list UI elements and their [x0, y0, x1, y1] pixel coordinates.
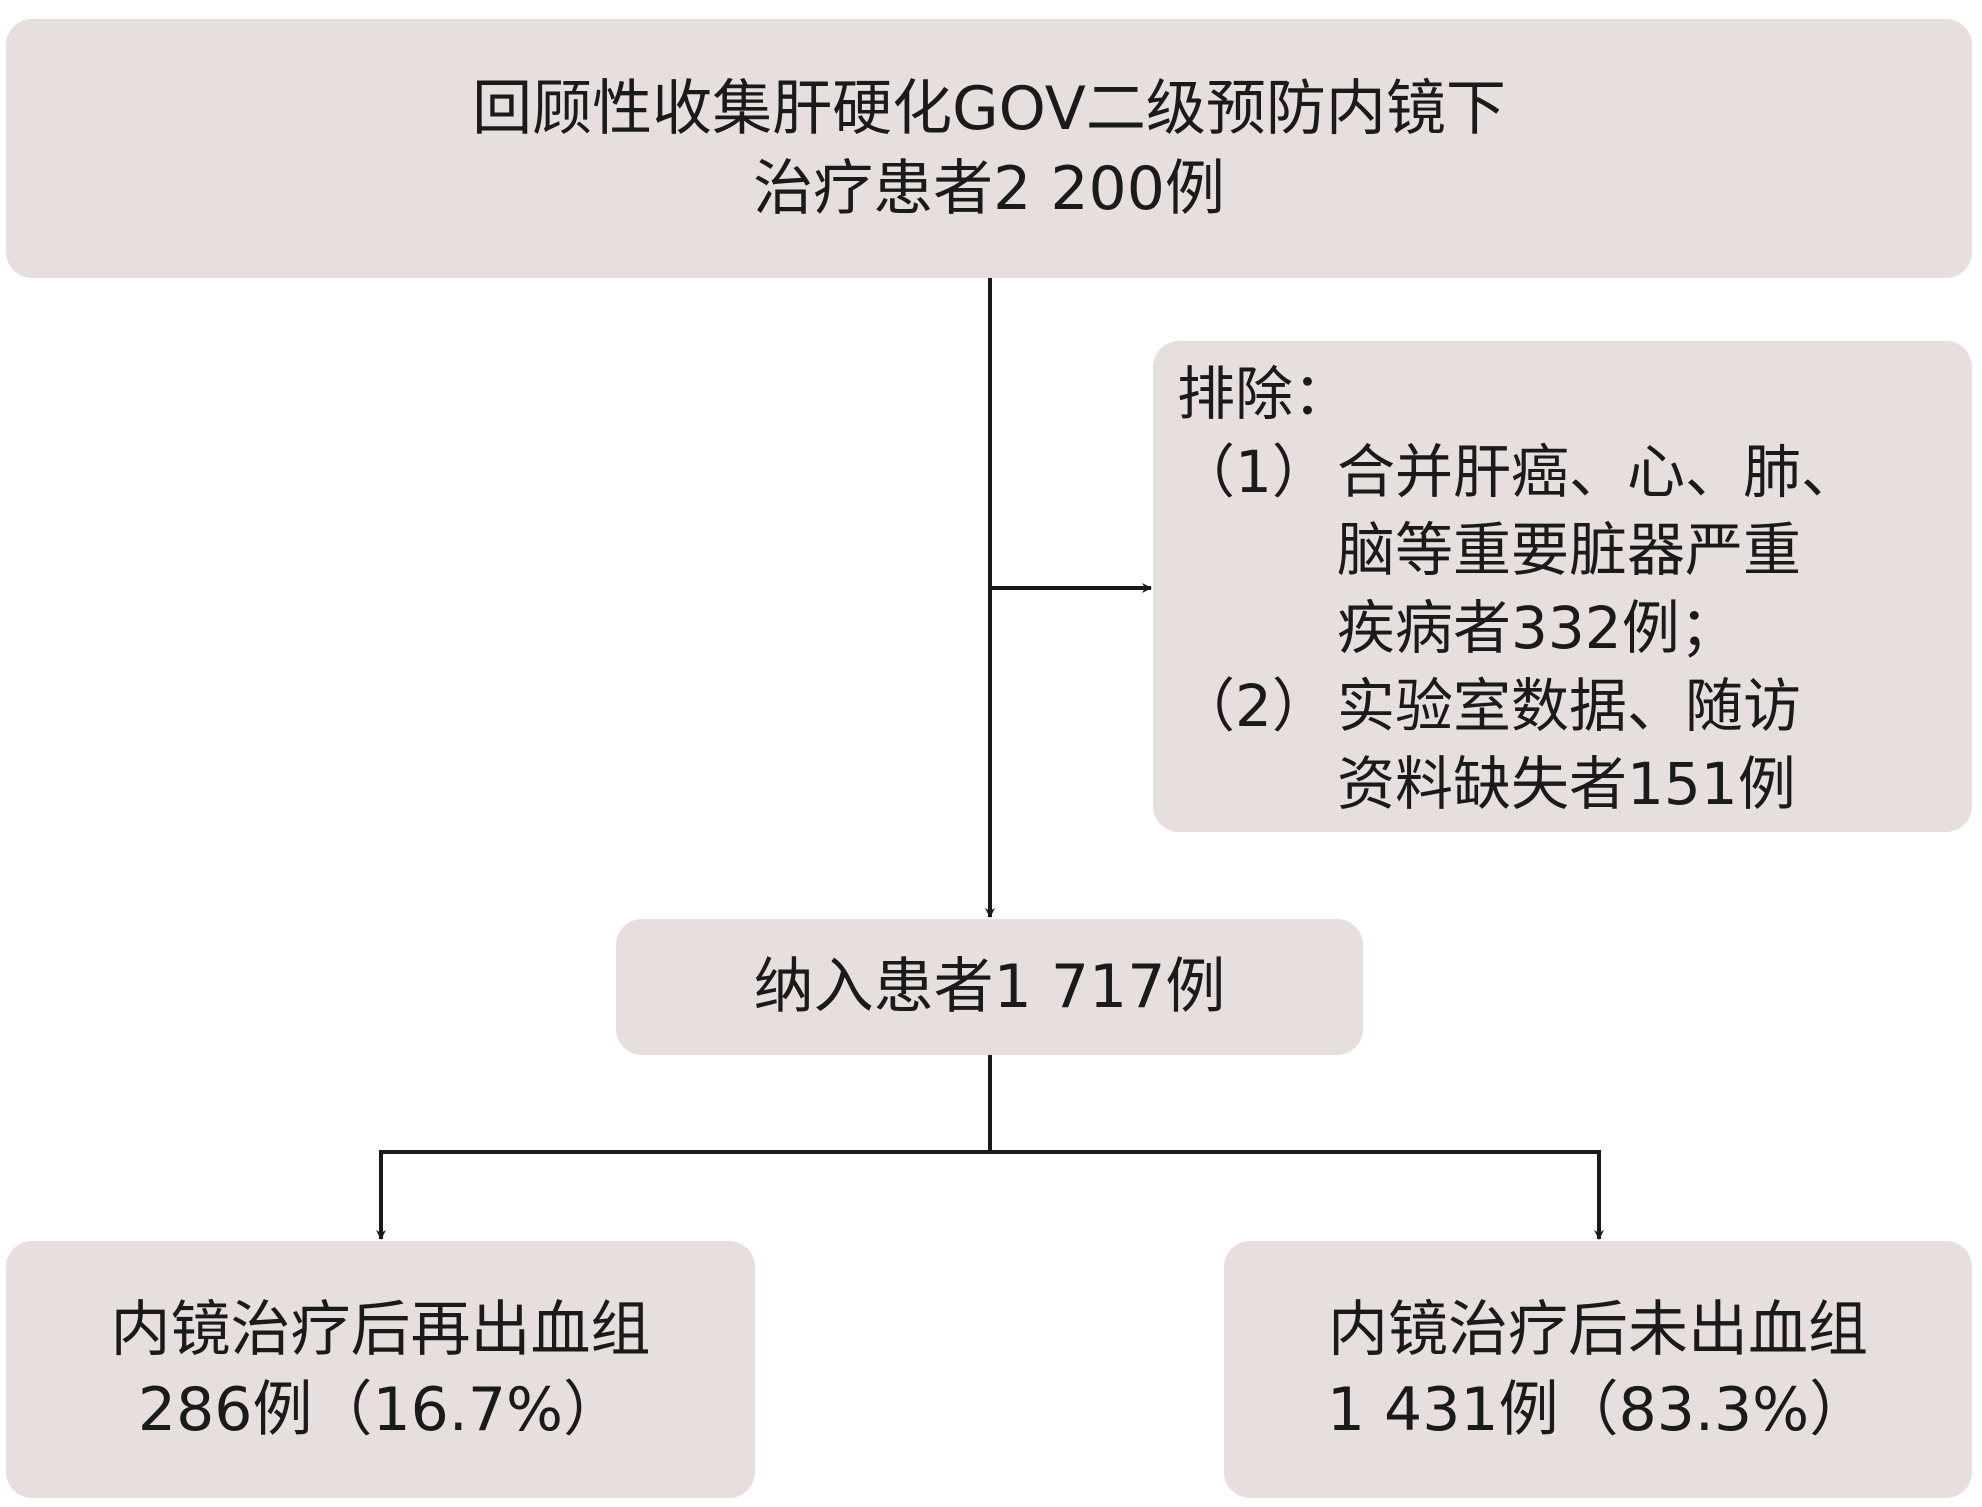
- exclusion-box: 排除： （1） 合并肝癌、心、肺、 脑等重要脏器严重 疾病者332例； （2） …: [1153, 341, 1972, 832]
- source-line-1: 回顾性收集肝硬化GOV二级预防内镜下: [472, 73, 1506, 144]
- no-rebleed-line-1: 内镜治疗后未出血组: [1328, 1294, 1868, 1365]
- exclusion-item: （1） 合并肝癌、心、肺、 脑等重要脏器严重 疾病者332例；: [1177, 433, 1972, 667]
- source-population-box: 回顾性收集肝硬化GOV二级预防内镜下 治疗患者2 200例: [6, 19, 1972, 278]
- exclusion-title: 排除：: [1177, 360, 1352, 428]
- exclusion-item-number: （1）: [1177, 438, 1330, 506]
- source-line-2: 治疗患者2 200例: [753, 153, 1225, 224]
- exclusion-item-line: 合并肝癌、心、肺、: [1337, 438, 1860, 506]
- exclusion-item-line: 实验室数据、随访: [1337, 672, 1802, 740]
- exclusion-item-line: 疾病者332例；: [1337, 594, 1738, 662]
- included-text: 纳入患者1 717例: [753, 952, 1226, 1022]
- rebleed-group-box: 内镜治疗后再出血组 286例（16.7%）: [6, 1241, 755, 1498]
- exclusion-item: （2） 实验室数据、随访 资料缺失者151例: [1177, 667, 1972, 823]
- rebleed-line-2: 286例（16.7%）: [137, 1374, 624, 1445]
- included-box: 纳入患者1 717例: [616, 919, 1363, 1055]
- no-rebleed-group-box: 内镜治疗后未出血组 1 431例（83.3%）: [1224, 1241, 1972, 1498]
- exclusion-item-line: 脑等重要脏器严重: [1337, 516, 1802, 584]
- rebleed-line-1: 内镜治疗后再出血组: [110, 1294, 651, 1365]
- exclusion-item-number: （2）: [1177, 672, 1330, 740]
- exclusion-item-line: 资料缺失者151例: [1337, 750, 1796, 818]
- no-rebleed-line-2: 1 431例（83.3%）: [1326, 1374, 1870, 1445]
